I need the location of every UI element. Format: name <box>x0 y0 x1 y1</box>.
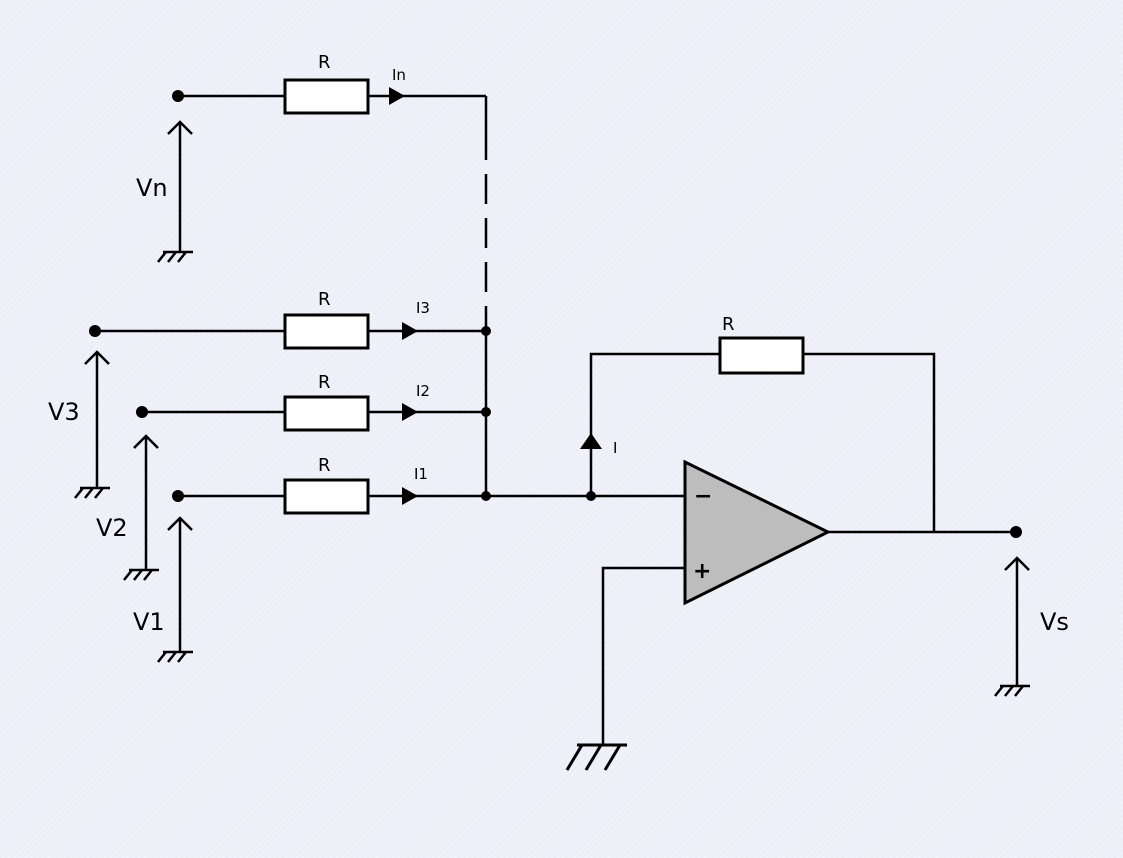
resistor-label-n: R <box>318 52 331 73</box>
current-label-2: I2 <box>416 382 430 400</box>
output-terminal <box>1010 526 1022 538</box>
op-amp-triangle <box>683 459 832 606</box>
current-label-n: In <box>392 66 406 84</box>
voltage-label-2: V2 <box>96 514 128 542</box>
voltage-arrow-out <box>1004 556 1030 571</box>
terminal-2 <box>136 406 148 418</box>
current-arrow-2 <box>402 403 418 421</box>
branch-2: R I2 V2 <box>96 372 491 581</box>
terminal-1 <box>172 490 184 502</box>
noninverting-ground-path <box>565 566 685 771</box>
voltage-label-out: Vs <box>1040 608 1069 636</box>
resistor-label-3: R <box>318 289 331 310</box>
current-arrow-n <box>389 87 405 105</box>
ground-n <box>157 250 193 263</box>
voltage-arrow-3 <box>84 350 110 365</box>
feedback-path: R I <box>580 314 936 532</box>
current-label-1: I1 <box>414 465 428 483</box>
terminal-3 <box>89 325 101 337</box>
voltage-label-1: V1 <box>133 608 165 636</box>
ground-out <box>994 684 1030 697</box>
ground-3 <box>74 486 110 499</box>
ground-2 <box>123 568 159 581</box>
resistor-label-2: R <box>318 372 331 393</box>
current-arrow-3 <box>402 322 418 340</box>
current-label-feedback: I <box>613 439 617 457</box>
branch-n: R In Vn <box>136 52 488 330</box>
resistor-2 <box>283 395 370 432</box>
branch-1: R I1 V1 <box>133 455 685 663</box>
junction-feedback <box>586 491 596 501</box>
voltage-arrow-2 <box>133 434 159 449</box>
voltage-arrow-n <box>167 120 193 135</box>
resistor-3 <box>283 313 370 350</box>
branch-3: R I3 V3 <box>48 289 491 499</box>
output: Vs <box>828 526 1069 697</box>
ground-1 <box>157 650 193 663</box>
current-label-3: I3 <box>416 299 430 317</box>
terminal-n <box>172 90 184 102</box>
ground-noninverting <box>565 743 627 771</box>
voltage-arrow-1 <box>167 516 193 531</box>
voltage-label-n: Vn <box>136 174 168 202</box>
inverting-input-sign: − <box>694 484 712 509</box>
resistor-1 <box>283 478 370 515</box>
resistor-n <box>283 78 370 115</box>
current-arrow-1 <box>402 487 418 505</box>
voltage-label-3: V3 <box>48 398 80 426</box>
current-arrow-feedback <box>580 433 602 449</box>
resistor-label-1: R <box>318 455 331 476</box>
feedback-resistor <box>718 336 805 375</box>
op-amp: − + <box>683 459 832 606</box>
feedback-resistor-label: R <box>722 314 735 335</box>
noninverting-input-sign: + <box>693 559 711 584</box>
